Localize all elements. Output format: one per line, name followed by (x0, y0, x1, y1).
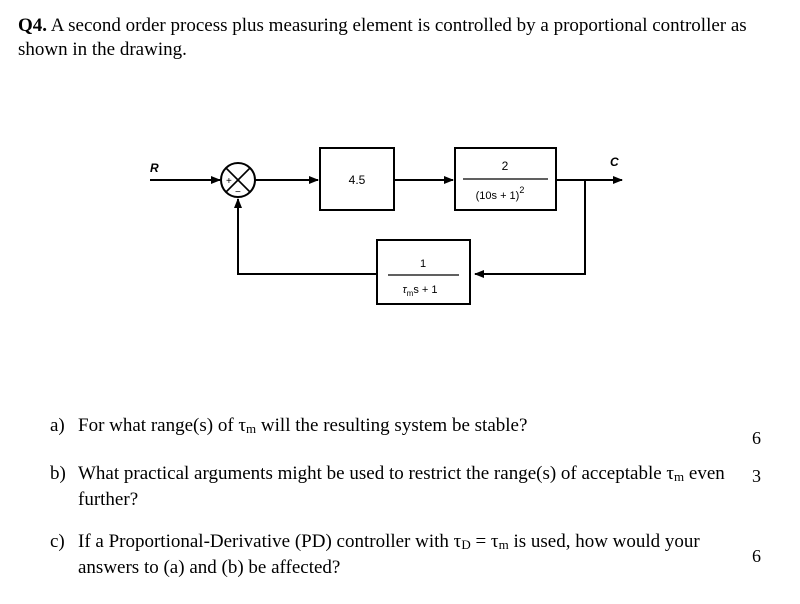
item-c-marks: 6 (752, 546, 761, 566)
sum-minus-sign: − (235, 187, 241, 198)
measure-numerator: 1 (420, 258, 426, 270)
process-denominator: (10s + 1)2 (476, 185, 525, 202)
item-b-text: What practical arguments might be used t… (78, 463, 725, 510)
question-text: A second order process plus measuring el… (18, 15, 747, 60)
controller-gain: 4.5 (349, 173, 366, 187)
item-b-label: b) (50, 463, 66, 484)
item-b-marks: 3 (752, 466, 761, 486)
measure-denominator: τms + 1 (403, 284, 438, 298)
process-numerator: 2 (502, 159, 509, 173)
controller-block (319, 147, 395, 211)
sum-plus-sign: + (226, 176, 232, 187)
item-a-marks: 6 (752, 428, 761, 448)
measuring-element-block (376, 239, 471, 305)
summing-junction: + − (220, 162, 256, 198)
feedback-line-down (474, 180, 586, 278)
input-label: R (150, 161, 159, 175)
item-a-label: a) (50, 415, 65, 436)
item-a-text: For what range(s) of τm will the resulti… (78, 415, 528, 436)
item-c-text: If a Proportional-Derivative (PD) contro… (78, 531, 700, 578)
question-header: Q4. A second order process plus measurin… (18, 14, 788, 62)
output-label: C (610, 155, 619, 169)
feedback-line-return (234, 198, 377, 275)
question-number: Q4. (18, 15, 48, 36)
item-c-label: c) (50, 531, 65, 552)
